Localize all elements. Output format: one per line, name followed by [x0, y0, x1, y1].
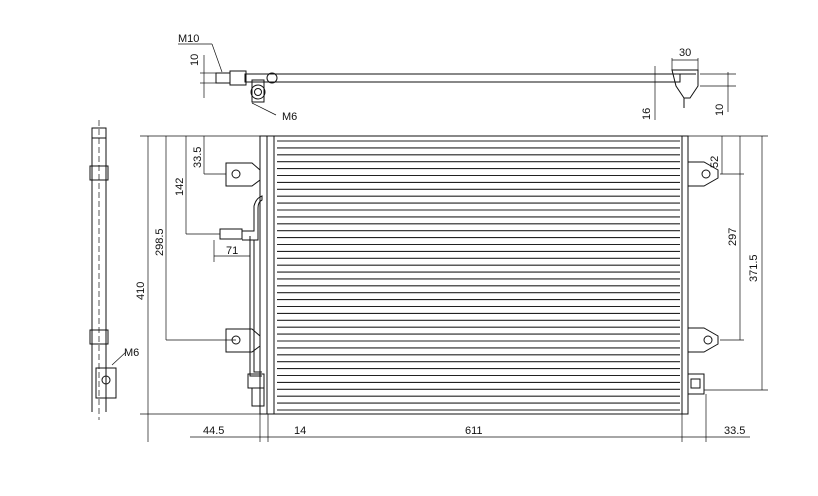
side-thread-label: M6 — [124, 347, 139, 359]
core-width-label: 611 — [465, 425, 483, 437]
top-pipe — [244, 73, 681, 83]
top-view: M10 10 M6 30 16 10 — [178, 33, 736, 123]
bracket-hole-icon — [231, 169, 241, 179]
flange-height-label: 10 — [714, 104, 726, 116]
left-nut — [229, 70, 247, 86]
inlet-stub — [219, 228, 243, 240]
side-view: M6 — [89, 120, 139, 420]
thread-m6-label: M6 — [282, 111, 297, 123]
flange-offset-label: 16 — [641, 108, 653, 120]
left-dimensions: 33.5 142 298.5 410 71 — [135, 135, 274, 415]
right-tank — [681, 135, 689, 415]
right-brackets — [687, 161, 719, 395]
right-top-label: 52 — [709, 156, 721, 168]
left-bracket — [251, 79, 265, 103]
thread-height-label: 10 — [189, 54, 201, 66]
lower-bracket-label: 298.5 — [154, 228, 166, 256]
right-total-label: 371.5 — [748, 254, 760, 282]
right-lower-block — [687, 373, 705, 395]
tank-width-label: 14 — [294, 425, 306, 437]
cooling-fins — [277, 140, 680, 411]
flange-width-label: 30 — [679, 47, 691, 59]
drier-block — [251, 387, 265, 407]
front-view: 33.5 142 298.5 410 71 52 297 371.5 — [135, 135, 768, 442]
bottom-dimensions: 44.5 14 611 33.5 — [147, 394, 750, 442]
left-brackets — [219, 162, 265, 407]
top-offset-label: 33.5 — [192, 147, 204, 168]
m10-fitting — [215, 72, 231, 84]
right-dimensions: 52 297 371.5 — [688, 135, 768, 391]
side-bolt-icon — [101, 375, 111, 385]
left-margin-label: 44.5 — [203, 425, 224, 437]
stub-length-label: 71 — [226, 245, 238, 257]
bracket-hole-icon — [703, 335, 713, 345]
thread-m10-label: M10 — [178, 33, 199, 45]
bracket-hole-icon — [701, 169, 711, 179]
height-label: 410 — [135, 282, 147, 300]
m6-bolt-circle — [250, 84, 266, 100]
right-span-label: 297 — [727, 228, 739, 246]
right-margin-label: 33.5 — [724, 425, 745, 437]
condenser-core — [273, 135, 683, 415]
mid-bracket-label: 142 — [174, 178, 186, 196]
